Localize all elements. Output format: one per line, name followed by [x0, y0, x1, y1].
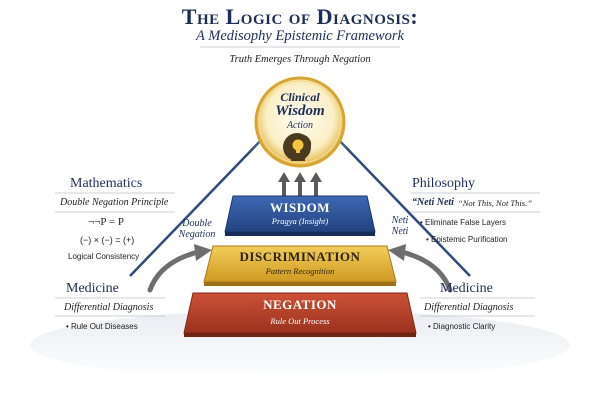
diagnostic-clarity-bullet: • Diagnostic Clarity [428, 322, 496, 331]
tier-negation [183, 292, 417, 337]
upward-arrows [278, 172, 322, 196]
formula-double-negation: ¬¬P = P [88, 216, 124, 228]
tier-wisdom-title: WISDOM [269, 200, 331, 215]
neti-neti-quote: “Neti Neti [412, 197, 454, 208]
rule-out-diseases-bullet: • Rule Out Diseases [66, 322, 138, 331]
page-title: The Logic of Diagnosis: [181, 4, 419, 29]
formula-sign-product: (−) × (−) = (+) [80, 235, 135, 245]
framework-triangle [129, 134, 471, 277]
logical-consistency-note: Logical Consistency [68, 252, 140, 261]
page-subtitle: A Medisophy Epistemic Framework [196, 28, 404, 44]
apex-line-2: Wisdom [275, 103, 325, 119]
tier-wisdom-subtitle: Pragya (Insight) [271, 216, 329, 226]
neti-neti-label-line-1: Neti [391, 215, 409, 226]
mathematics-heading: Mathematics [70, 176, 143, 191]
epistemic-purification-bullet: • Epistemic Purification [426, 235, 508, 244]
head-lightbulb-icon [283, 133, 312, 161]
left-medicine-heading: Medicine [66, 281, 119, 296]
tier-negation-subtitle: Rule Out Process [270, 316, 330, 326]
left-medicine-subheading: Differential Diagnosis [64, 302, 154, 313]
right-medicine-heading: Medicine [440, 281, 493, 296]
tagline: Truth Emerges Through Negation [229, 54, 371, 65]
philosophy-heading: Philosophy [412, 176, 476, 191]
mathematics-subheading: Double Negation Principle [60, 197, 169, 208]
tier-discrimination-subtitle: Pattern Recognition [265, 266, 335, 276]
double-negation-label-line-1: Double [182, 218, 212, 229]
side-dividers [55, 192, 540, 317]
apex-orb [244, 66, 356, 178]
floor-shadow [30, 310, 570, 380]
apex-line-1: Clinical [280, 90, 320, 104]
tier-discrimination-title: DISCRIMINATION [239, 249, 361, 264]
double-negation-label-line-2: Negation [178, 229, 216, 240]
right-curved-arrow [388, 244, 453, 293]
right-medicine-subheading: Differential Diagnosis [424, 302, 514, 313]
apex-line-3: Action [286, 120, 314, 131]
tier-negation-title: NEGATION [263, 297, 337, 312]
left-curved-arrow [147, 244, 212, 293]
not-this-quote: “Not This, Not This.” [458, 198, 532, 208]
tier-discrimination [203, 245, 397, 286]
tier-wisdom [224, 195, 376, 236]
neti-neti-label-line-2: Neti [391, 226, 409, 237]
eliminate-false-layers-bullet: • Eliminate False Layers [420, 218, 506, 227]
